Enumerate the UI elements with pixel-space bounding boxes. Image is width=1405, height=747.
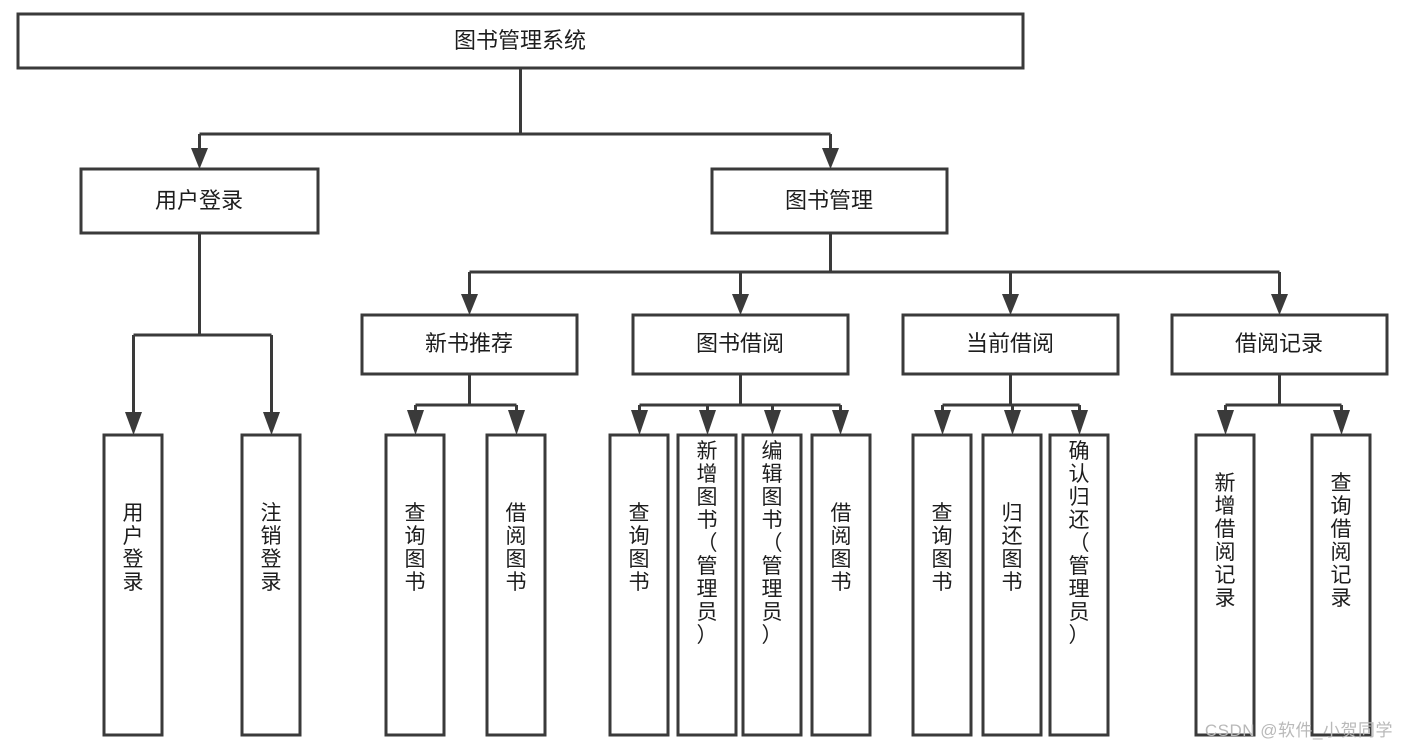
arrow-head-leaf-query-book-2	[631, 410, 648, 435]
arrow-head-current-borrow	[1002, 294, 1019, 315]
leaf-query-book-current-label: 查询图书	[932, 502, 953, 594]
arrow-head-leaf-query-book-1	[407, 410, 424, 435]
node-new-book-recommend-label: 新书推荐	[425, 331, 513, 356]
leaf-edit-book-admin[interactable]: 编辑图书（管理员）	[741, 433, 803, 737]
arrow-head-user-login	[191, 148, 208, 169]
arrow-head-leaf-query-record	[1333, 410, 1350, 435]
arrow-head-leaf-add-record	[1217, 410, 1234, 435]
node-borrow-records[interactable]: 借阅记录	[1170, 313, 1389, 376]
arrow-head-new-book	[461, 294, 478, 315]
leaf-logout[interactable]: 注销登录	[240, 433, 302, 737]
leaf-borrow-book-borrow[interactable]: 借阅图书	[810, 433, 872, 737]
leaf-borrow-book-newbook[interactable]: 借阅图书	[485, 433, 547, 737]
leaf-query-book-current[interactable]: 查询图书	[911, 433, 973, 737]
leaf-return-book[interactable]: 归还图书	[981, 433, 1043, 737]
leaf-add-book-admin-label: 新增图书（管理员）	[697, 440, 718, 647]
leaf-confirm-return-admin[interactable]: 确认归还（管理员）	[1048, 433, 1110, 737]
leaf-user-login[interactable]: 用户登录	[102, 433, 164, 737]
csdn-watermark: CSDN @软件_小贺同学	[1204, 721, 1393, 740]
leaf-user-login-label: 用户登录	[123, 502, 144, 594]
node-book-management-label: 图书管理	[785, 188, 873, 213]
node-borrow-records-label: 借阅记录	[1235, 331, 1323, 356]
leaf-query-borrow-record-label: 查询借阅记录	[1331, 472, 1352, 610]
node-root-label: 图书管理系统	[454, 28, 586, 53]
leaf-query-book-newbook-label: 查询图书	[405, 502, 426, 594]
node-book-management[interactable]: 图书管理	[710, 167, 949, 235]
leaf-confirm-return-admin-label: 确认归还（管理员）	[1069, 440, 1090, 647]
leaf-return-book-label: 归还图书	[1002, 502, 1023, 594]
leaf-query-book-borrow[interactable]: 查询图书	[608, 433, 670, 737]
node-user-login[interactable]: 用户登录	[79, 167, 320, 235]
connector-layer	[125, 68, 1350, 435]
arrow-head-leaf-user-login	[125, 412, 142, 435]
node-current-borrow-label: 当前借阅	[966, 331, 1054, 356]
leaf-edit-book-admin-label: 编辑图书（管理员）	[762, 440, 783, 647]
node-book-borrow[interactable]: 图书借阅	[631, 313, 850, 376]
arrow-head-leaf-add-book	[699, 410, 716, 435]
leaf-query-book-borrow-label: 查询图书	[629, 502, 650, 594]
node-user-login-label: 用户登录	[155, 188, 243, 213]
leaf-query-borrow-record[interactable]: 查询借阅记录	[1310, 433, 1372, 737]
arrow-head-leaf-logout	[263, 412, 280, 435]
arrow-head-leaf-query-book-3	[934, 410, 951, 435]
leaf-borrow-book-borrow-label: 借阅图书	[831, 502, 852, 594]
leaf-logout-label: 注销登录	[261, 502, 282, 594]
arrow-head-leaf-confirm-return	[1071, 410, 1088, 435]
arrow-head-book-borrow	[732, 294, 749, 315]
leaf-borrow-book-newbook-label: 借阅图书	[506, 502, 527, 594]
node-root[interactable]: 图书管理系统	[16, 12, 1025, 70]
arrow-head-leaf-return-book	[1004, 410, 1021, 435]
leaf-add-book-admin[interactable]: 新增图书（管理员）	[676, 433, 738, 737]
leaf-add-borrow-record-label: 新增借阅记录	[1215, 472, 1236, 610]
node-book-borrow-label: 图书借阅	[696, 331, 784, 356]
arrow-head-leaf-edit-book	[764, 410, 781, 435]
node-current-borrow[interactable]: 当前借阅	[901, 313, 1120, 376]
arrow-head-leaf-borrow-book-2	[832, 410, 849, 435]
arrow-head-leaf-borrow-book-1	[508, 410, 525, 435]
arrow-head-book-manage	[822, 148, 839, 169]
leaf-query-book-newbook[interactable]: 查询图书	[384, 433, 446, 737]
leaf-add-borrow-record[interactable]: 新增借阅记录	[1194, 433, 1256, 737]
node-new-book-recommend[interactable]: 新书推荐	[360, 313, 579, 376]
arrow-head-borrow-records	[1271, 294, 1288, 315]
